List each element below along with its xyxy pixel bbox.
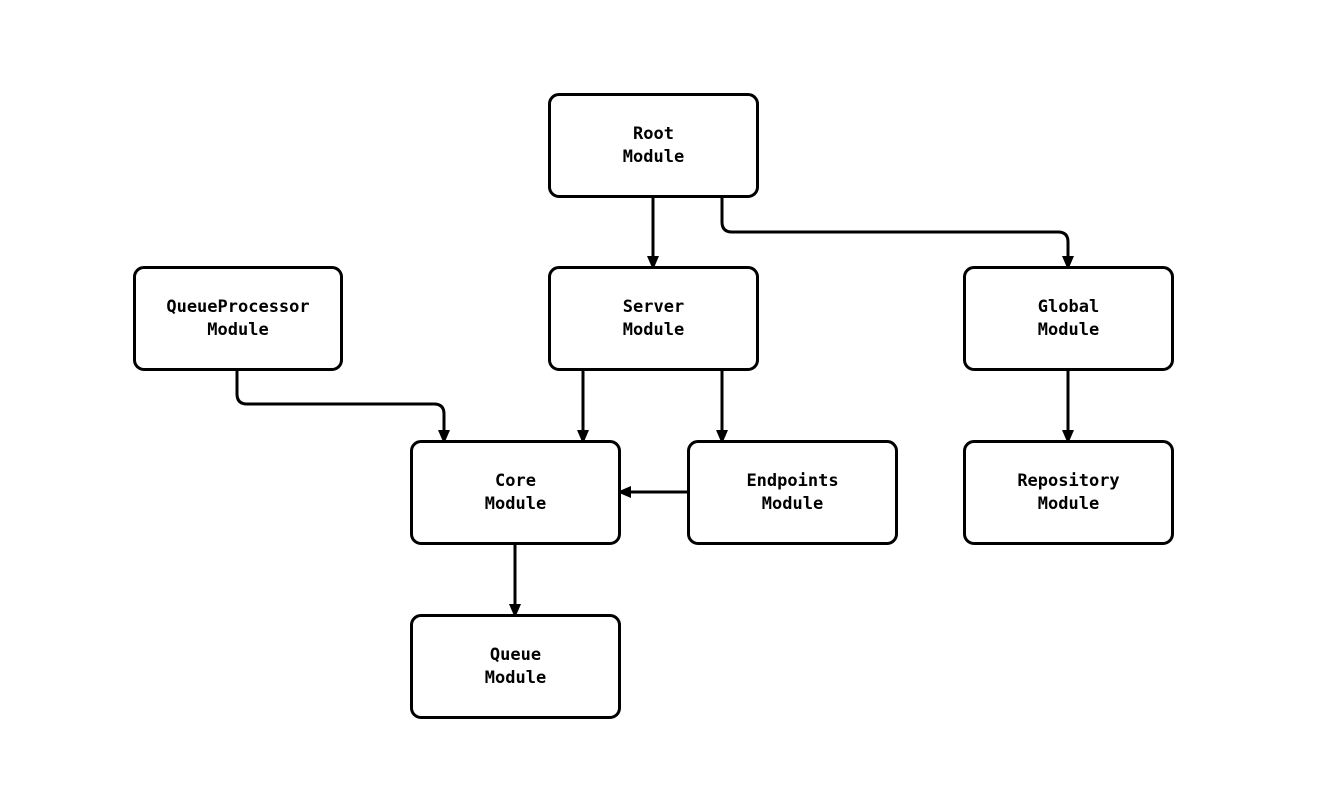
node-queueprocessor-module-label: QueueProcessor Module [166, 296, 310, 340]
node-global-module[interactable]: Global Module [963, 266, 1174, 371]
node-queue-module-label: Queue Module [484, 644, 547, 688]
node-server-module-label: Server Module [622, 296, 685, 340]
node-endpoints-module-label: Endpoints Module [746, 470, 839, 514]
node-repository-module-label: Repository Module [1017, 470, 1120, 514]
node-repository-module[interactable]: Repository Module [963, 440, 1174, 545]
node-global-module-label: Global Module [1037, 296, 1100, 340]
edge-root-to-global [720, 198, 1074, 270]
node-core-module-label: Core Module [484, 470, 547, 514]
node-root-module[interactable]: Root Module [548, 93, 759, 198]
edge-queueprocessor-to-core [235, 371, 450, 444]
node-root-module-label: Root Module [622, 123, 685, 167]
node-queue-module[interactable]: Queue Module [410, 614, 621, 719]
node-server-module[interactable]: Server Module [548, 266, 759, 371]
node-core-module[interactable]: Core Module [410, 440, 621, 545]
node-queueprocessor-module[interactable]: QueueProcessor Module [133, 266, 343, 371]
node-endpoints-module[interactable]: Endpoints Module [687, 440, 898, 545]
